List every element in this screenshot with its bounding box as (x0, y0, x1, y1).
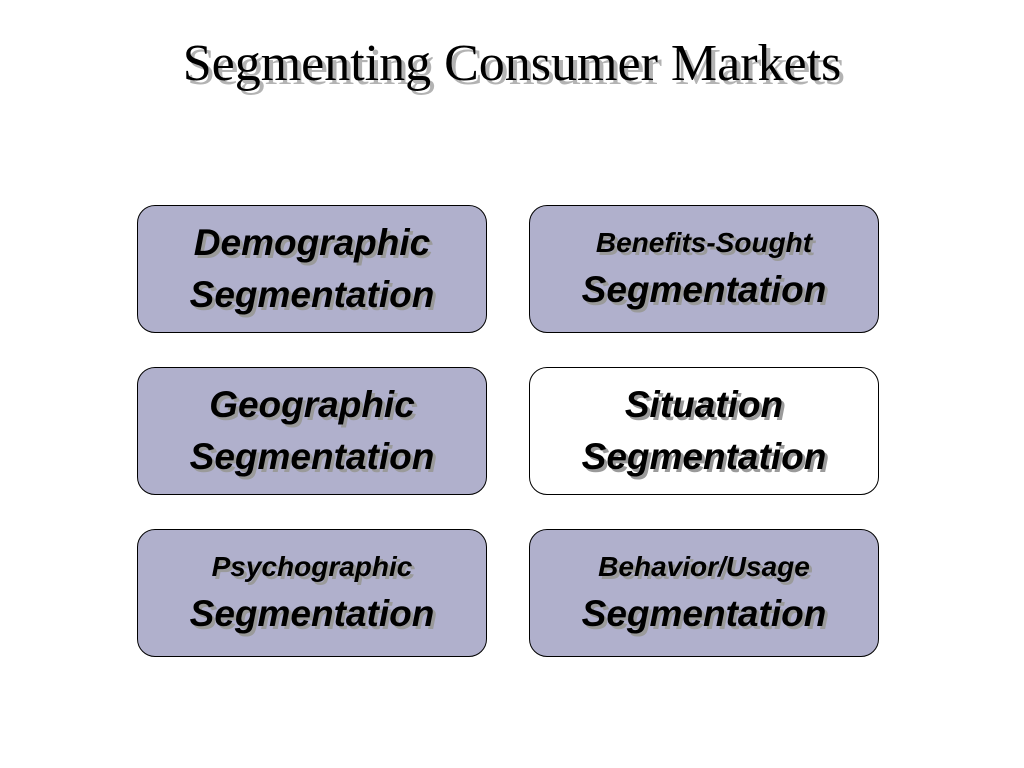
box-label-line2: Segmentation (581, 593, 827, 634)
benefits-sought-segmentation-box: Benefits-Sought Segmentation (529, 205, 879, 333)
box-label-line1: Geographic (209, 384, 415, 425)
behavior-usage-segmentation-box: Behavior/Usage Segmentation (529, 529, 879, 657)
box-label-line1: Situation (624, 384, 784, 425)
box-label-line1: Psychographic (211, 551, 413, 582)
box-label-line1: Behavior/Usage (598, 551, 810, 582)
geographic-segmentation-box: Geographic Segmentation (137, 367, 487, 495)
demographic-segmentation-box: Demographic Segmentation (137, 205, 487, 333)
slide-title: Segmenting Consumer Markets (182, 35, 842, 92)
box-label-line2: Segmentation (189, 274, 435, 315)
psychographic-segmentation-box: Psychographic Segmentation (137, 529, 487, 657)
box-label-line2: Segmentation (189, 593, 435, 634)
box-label-line2: Segmentation (581, 436, 827, 477)
box-label-line1: Demographic (193, 222, 431, 263)
box-label-line2: Segmentation (581, 269, 827, 310)
situation-segmentation-box: Situation Segmentation (529, 367, 879, 495)
box-label-line1: Benefits-Sought (595, 227, 813, 258)
box-label-line2: Segmentation (189, 436, 435, 477)
